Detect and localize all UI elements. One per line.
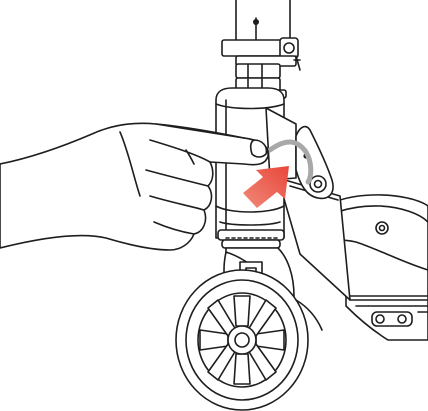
deck-screw-1 [376,222,388,234]
headset-ring-2 [222,240,280,248]
deck-screw-2 [376,315,384,323]
deck-screw-3 [398,315,406,323]
front-wheel [176,270,308,410]
clamp-bolt [284,43,294,53]
handlebar-stem [222,0,300,70]
axle [235,333,249,347]
stem-pin [253,19,259,25]
